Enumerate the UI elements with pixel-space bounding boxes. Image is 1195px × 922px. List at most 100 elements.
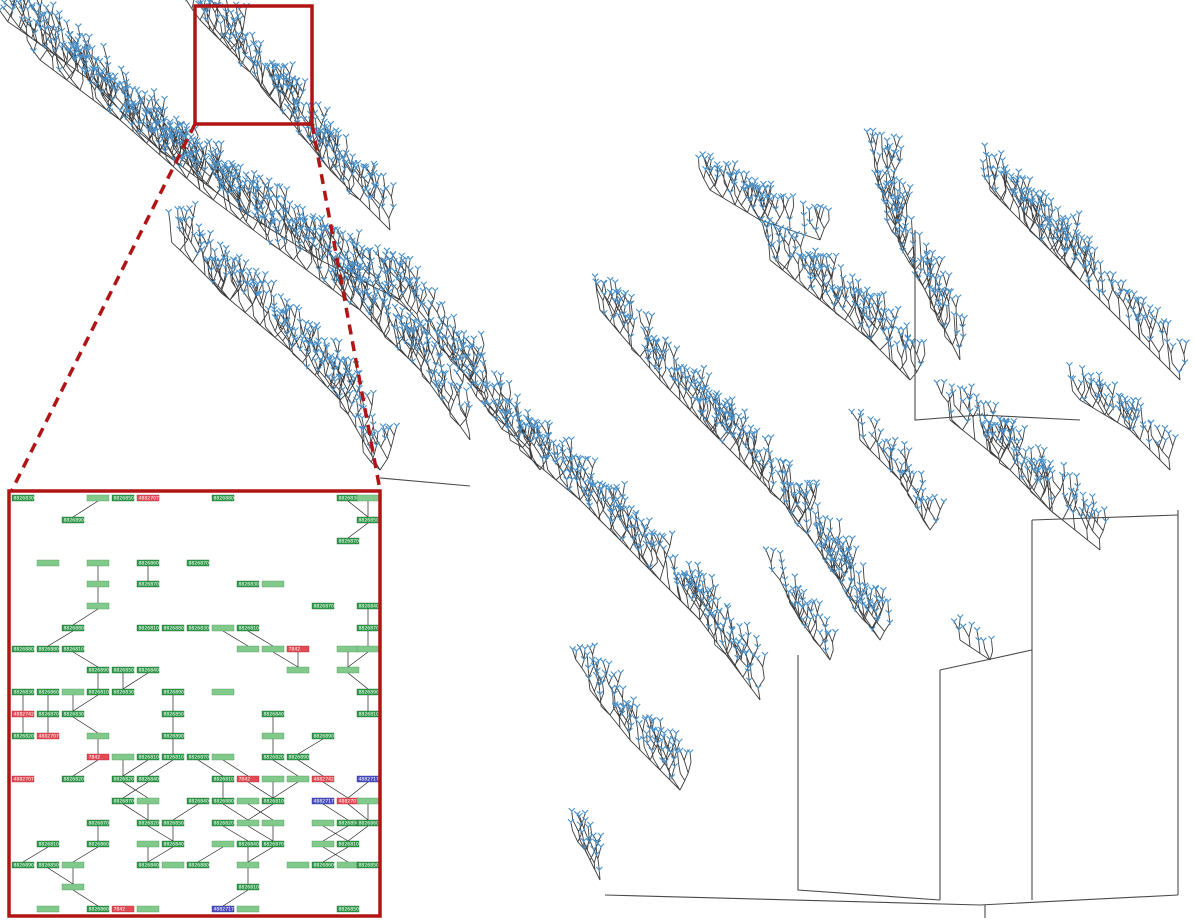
inset-node-label: 882683001 bbox=[114, 690, 140, 696]
inset-node: 882688000 bbox=[36, 645, 65, 653]
inset-node bbox=[311, 819, 335, 827]
zoomed-inset-frame bbox=[7, 489, 382, 918]
inset-node-red: 4882742 bbox=[11, 710, 35, 718]
inset-node-label: 882681000 bbox=[239, 626, 265, 632]
inset-node bbox=[236, 819, 260, 827]
inset-node: 882684001 bbox=[261, 710, 290, 718]
inset-node: 882681000 bbox=[136, 624, 165, 632]
inset-node: 882689001 bbox=[61, 516, 90, 524]
inset-node-label: 882682000 bbox=[264, 755, 290, 761]
inset-node: 882684001 bbox=[236, 840, 265, 848]
inset-node-blue: 4882717 bbox=[311, 797, 335, 805]
inset-node: 882684001 bbox=[186, 797, 215, 805]
inset-node: 882685000 bbox=[36, 861, 65, 869]
inset-node-label: 882684001 bbox=[139, 777, 165, 783]
inset-node: 882686000 bbox=[36, 688, 65, 696]
inset-node-label: 882685000 bbox=[39, 863, 65, 869]
inset-node-label: 882681000 bbox=[359, 712, 385, 718]
inset-node bbox=[236, 645, 260, 653]
inset-node-label: 882689001 bbox=[164, 690, 190, 696]
inset-node-label: 882684001 bbox=[139, 668, 165, 674]
zoom-source-box bbox=[193, 4, 314, 126]
inset-node-label: 882688000 bbox=[189, 863, 215, 869]
inset-node-label: 882687001 bbox=[139, 582, 165, 588]
inset-node-label: 882681000 bbox=[39, 842, 65, 848]
inset-node bbox=[111, 753, 135, 761]
inset-node bbox=[286, 666, 310, 674]
inset-node-label: 882689001 bbox=[314, 734, 340, 740]
inset-node: 882687001 bbox=[36, 710, 65, 718]
inset-node-label: 882688000 bbox=[14, 647, 40, 653]
inset-node-red: 4882707 bbox=[136, 494, 160, 502]
inset-node: 882687001 bbox=[111, 797, 140, 805]
inset-node-label: 882681000 bbox=[164, 755, 190, 761]
inset-node-label: 882685000 bbox=[164, 821, 190, 827]
inset-node-label: 882686000 bbox=[39, 690, 65, 696]
inset-node: 882687001 bbox=[261, 840, 290, 848]
inset-node: 882688000 bbox=[61, 624, 90, 632]
inset-node-label: 7842 bbox=[89, 755, 101, 761]
inset-node bbox=[211, 753, 235, 761]
inset-node-label: 7842 bbox=[239, 777, 251, 783]
inset-node bbox=[261, 645, 285, 653]
inset-node: 882683001 bbox=[11, 494, 40, 502]
inset-node-label: 882689001 bbox=[164, 734, 190, 740]
inset-node-label: 882682000 bbox=[114, 777, 140, 783]
inset-node bbox=[261, 775, 285, 783]
inset-node-label: 882687001 bbox=[114, 799, 140, 805]
inset-node-label: 882688000 bbox=[214, 496, 240, 502]
inset-node: 882687001 bbox=[136, 580, 165, 588]
inset-node bbox=[61, 688, 85, 696]
inset-node bbox=[356, 494, 380, 502]
inset-node-label: 882684001 bbox=[239, 842, 265, 848]
inset-node-label: 882687001 bbox=[339, 539, 365, 545]
inset-node bbox=[136, 840, 160, 848]
inset-node bbox=[136, 797, 160, 805]
inset-node-label: 882681000 bbox=[89, 690, 115, 696]
inset-node-label: 882681000 bbox=[139, 755, 165, 761]
inset-node: 882689001 bbox=[161, 688, 190, 696]
inset-node: 882686000 bbox=[86, 905, 115, 913]
inset-node: 882688000 bbox=[211, 797, 240, 805]
inset-node bbox=[356, 797, 380, 805]
inset-node-label: 882689001 bbox=[289, 755, 315, 761]
inset-node: 882681000 bbox=[211, 775, 240, 783]
inset-node-label: 882687001 bbox=[359, 626, 385, 632]
inset-node bbox=[236, 905, 260, 913]
inset-node-label: 882682000 bbox=[64, 777, 90, 783]
inset-node bbox=[336, 666, 360, 674]
inset-node: 882687001 bbox=[86, 819, 115, 827]
inset-node-label: 882686000 bbox=[89, 907, 115, 913]
inset-node: 882685000 bbox=[336, 905, 365, 913]
inset-node: 882682000 bbox=[61, 775, 90, 783]
inset-node: 882682000 bbox=[11, 732, 40, 740]
inset-node bbox=[286, 775, 310, 783]
inset-node: 882688000 bbox=[11, 645, 40, 653]
inset-node: 882683001 bbox=[111, 688, 140, 696]
inset-node-red: 7842 bbox=[236, 775, 260, 783]
inset-node-label: 882687001 bbox=[89, 821, 115, 827]
inset-node-blue: 4882717 bbox=[211, 905, 235, 913]
inset-node-label: 882689001 bbox=[339, 821, 365, 827]
inset-node-label: 882689001 bbox=[64, 518, 90, 524]
inset-node-label: 882687001 bbox=[189, 755, 215, 761]
inset-node bbox=[61, 883, 85, 891]
inset-node: 882687001 bbox=[336, 537, 365, 545]
inset-node-red: 7842 bbox=[111, 905, 135, 913]
zoom-connector-left bbox=[10, 123, 197, 491]
inset-node bbox=[311, 840, 335, 848]
inset-node: 882681000 bbox=[336, 840, 365, 848]
inset-node bbox=[86, 732, 110, 740]
inset-node: 882689001 bbox=[86, 666, 115, 674]
inset-node: 882681000 bbox=[161, 753, 190, 761]
inset-node-label: 7842 bbox=[289, 647, 301, 653]
inset-node-label: 882684001 bbox=[359, 604, 385, 610]
inset-node: 882686000 bbox=[136, 559, 165, 567]
inset-node: 882689001 bbox=[11, 861, 40, 869]
inset-node-label: 4882717 bbox=[214, 907, 235, 913]
inset-node: 882682000 bbox=[211, 819, 240, 827]
inset-node bbox=[86, 602, 110, 610]
inset-node-label: 882683001 bbox=[189, 626, 215, 632]
inset-node bbox=[86, 580, 110, 588]
inset-node: 882681000 bbox=[86, 688, 115, 696]
